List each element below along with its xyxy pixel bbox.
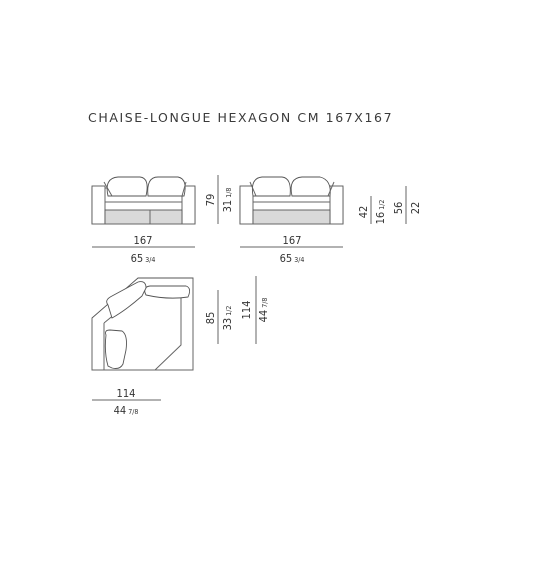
back-view-sofa [239,176,344,225]
back-seat-in: 161/2 [374,200,387,225]
product-title: CHAISE-LONGUE HEXAGON CM 167X167 [88,110,394,125]
top-depth-cm: 85 [204,312,217,325]
front-height-in: 311/8 [221,188,234,213]
top-depth-in: 331/2 [221,306,234,331]
front-view-sofa [91,176,196,225]
back-seat-cm: 42 [357,206,370,219]
top-width-cm: 114 [117,387,136,400]
top-side-cm: 114 [240,301,253,320]
top-side-in: 447/8 [257,298,270,323]
top-view-sofa [91,277,194,371]
front-width-cm: 167 [134,234,153,247]
front-height-cm: 79 [204,194,217,207]
back-width-cm: 167 [283,234,302,247]
back-arm-cm: 56 [392,202,405,215]
back-arm-in: 22 [409,202,422,215]
